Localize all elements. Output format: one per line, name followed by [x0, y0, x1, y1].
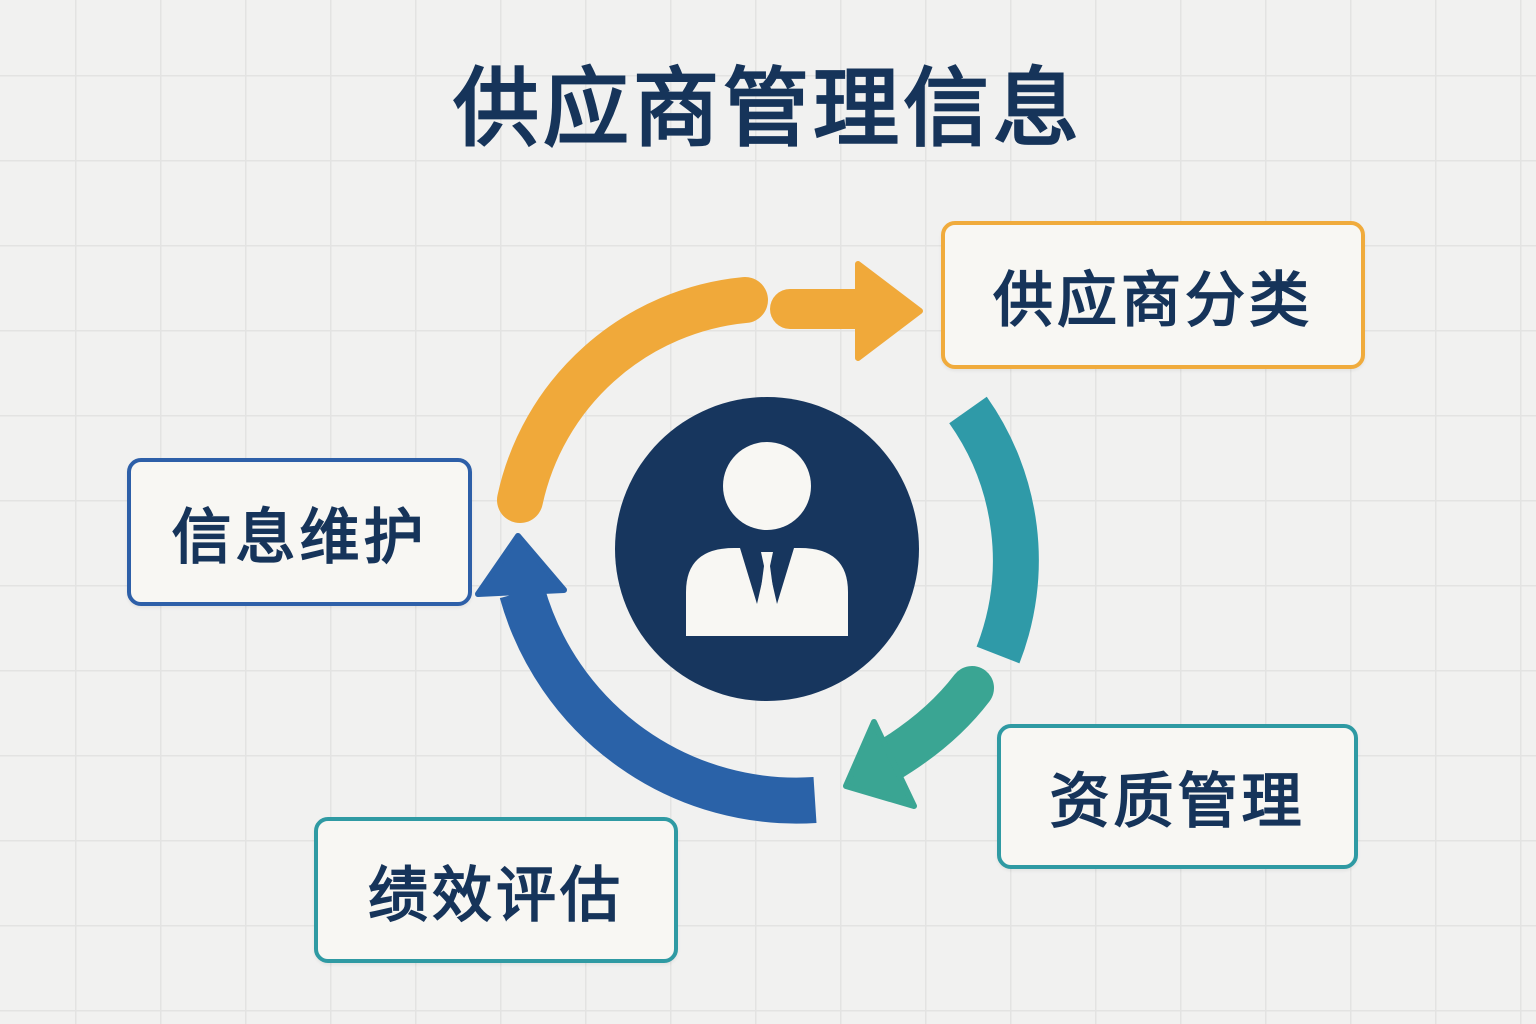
- orange-arrow-head: [855, 261, 923, 361]
- arrow-evaluate-to-maintain: [475, 533, 817, 824]
- node-info-maintenance: 信息维护: [127, 458, 472, 606]
- arrow-maintain-to-classify: [497, 261, 923, 523]
- arrow-classify-to-qualify: [949, 396, 1039, 664]
- green-arrow-head: [843, 719, 917, 809]
- page-title: 供应商管理信息: [453, 59, 1083, 159]
- node-supplier-classification: 供应商分类: [941, 221, 1365, 369]
- person-with-tie-icon: [686, 442, 848, 636]
- blue-arrow-head: [475, 533, 567, 597]
- orange-arc: [497, 277, 768, 523]
- green-arrow-shaft: [864, 666, 994, 784]
- blue-arc: [499, 585, 817, 824]
- node-performance-evaluation: 绩效评估: [314, 817, 678, 963]
- arrow-qualify-to-evaluate: [843, 666, 994, 809]
- node-qualification-management: 资质管理: [997, 724, 1358, 869]
- center-supplier-avatar: [615, 397, 919, 701]
- teal-arc: [949, 396, 1039, 664]
